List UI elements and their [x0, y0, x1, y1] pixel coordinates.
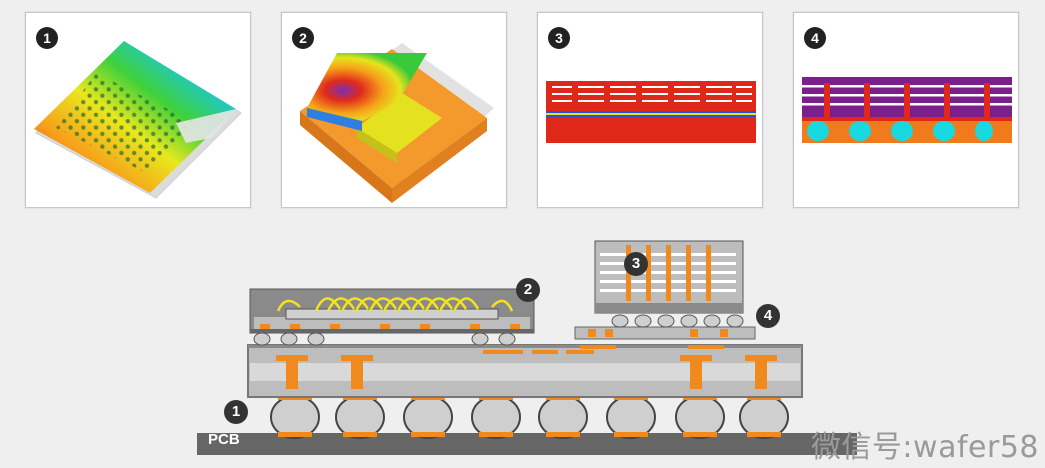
thermal-layers-image-red	[546, 81, 756, 143]
panel-number-badge: 4	[804, 27, 826, 49]
panel-1: 1	[25, 12, 251, 208]
wire-bond-package	[249, 288, 535, 346]
watermark: 微信号:wafer58	[810, 430, 1039, 465]
bga-solder-balls	[270, 395, 789, 439]
panel-number-badge: 3	[548, 27, 570, 49]
substrate-vias	[276, 350, 777, 389]
pcb-label: PCB	[208, 431, 240, 448]
thermal-substrate-image	[34, 41, 242, 199]
package-substrate	[247, 344, 803, 398]
callout-badge-interposer: 4	[756, 304, 780, 328]
callout-badge-pcb-substrate: 1	[224, 400, 248, 424]
panel-number-badge: 1	[36, 27, 58, 49]
bond-wires	[276, 297, 514, 312]
package-cross-section-diagram	[197, 240, 857, 455]
panel-number-badge: 2	[292, 27, 314, 49]
memory-stack	[594, 240, 744, 314]
callout-badge-memory-stack: 3	[624, 252, 648, 276]
panel-4: 4	[793, 12, 1019, 208]
interposer	[574, 314, 756, 349]
thermal-package-image	[300, 43, 494, 203]
panel-3: 3	[537, 12, 763, 208]
panel-2: 2	[281, 12, 507, 208]
thermal-layers-image-purple	[802, 77, 1012, 143]
callout-badge-bottom-package: 2	[516, 278, 540, 302]
